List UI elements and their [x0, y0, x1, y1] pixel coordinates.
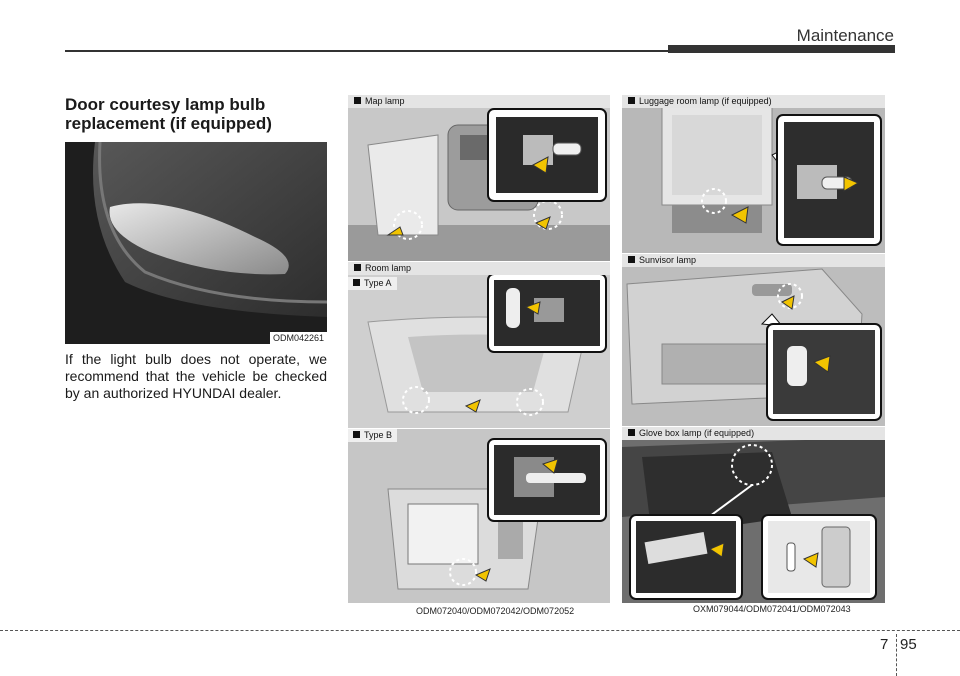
type-a-label: Type A: [348, 277, 397, 290]
luggage-lamp-text: Luggage room lamp (if equipped): [639, 96, 772, 106]
map-lamp-label: Map lamp: [348, 95, 610, 108]
door-lamp-photo: ODM042261: [65, 142, 327, 344]
sunvisor-lamp-image: Sunvisor lamp: [622, 254, 885, 426]
square-bullet-icon: [628, 256, 635, 263]
heading: Door courtesy lamp bulb replacement (if …: [65, 95, 272, 133]
room-lamp-label: Room lamp: [348, 262, 610, 275]
glovebox-lamp-image: Glove box lamp (if equipped): [622, 427, 885, 603]
sunvisor-lamp-label: Sunvisor lamp: [622, 254, 885, 267]
chapter-number: 7: [880, 636, 889, 653]
glovebox-lamp-label: Glove box lamp (if equipped): [622, 427, 885, 440]
header-rule-accent: [668, 45, 895, 53]
middle-caption: ODM072040/ODM072042/ODM072052: [416, 606, 575, 616]
right-caption: OXM079044/ODM072041/ODM072043: [693, 604, 851, 614]
type-a-text: Type A: [364, 278, 392, 288]
square-bullet-icon: [628, 97, 635, 104]
header-rule: [65, 50, 895, 52]
sunvisor-lamp-text: Sunvisor lamp: [639, 255, 697, 265]
type-b-image: Type B: [348, 429, 610, 603]
luggage-lamp-label: Luggage room lamp (if equipped): [622, 95, 885, 108]
room-lamp-image: Room lamp Type A: [348, 262, 610, 428]
square-bullet-icon: [354, 264, 361, 271]
section-title: Maintenance: [796, 26, 894, 45]
type-b-text: Type B: [364, 430, 393, 440]
room-lamp-text: Room lamp: [365, 263, 412, 273]
page-number: 95: [900, 636, 917, 653]
footer-rule: [0, 630, 960, 631]
map-lamp-text: Map lamp: [365, 96, 405, 106]
square-bullet-icon: [354, 97, 361, 104]
glovebox-lamp-text: Glove box lamp (if equipped): [639, 428, 755, 438]
heading-line-2: replacement (if equipped): [65, 114, 272, 133]
luggage-lamp-image: Luggage room lamp (if equipped): [622, 95, 885, 253]
type-b-label: Type B: [348, 429, 398, 442]
square-bullet-icon: [628, 429, 635, 436]
body-paragraph: If the light bulb does not operate, we r…: [65, 351, 327, 401]
heading-line-1: Door courtesy lamp bulb: [65, 95, 266, 114]
page-number-separator: [896, 634, 897, 676]
square-bullet-icon: [353, 279, 360, 286]
square-bullet-icon: [353, 431, 360, 438]
photo-code: ODM042261: [269, 332, 327, 344]
map-lamp-image: Map lamp: [348, 95, 610, 261]
